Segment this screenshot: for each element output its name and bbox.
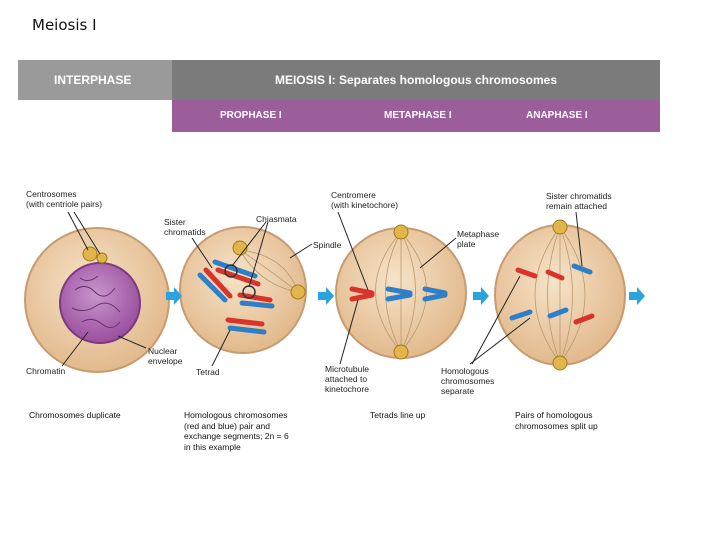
label-spindle: Spindle [313, 240, 342, 250]
label-centrosomes: Centrosomes (with centriole pairs) [26, 189, 103, 209]
label-chiasmata: Chiasmata [256, 214, 297, 224]
centrosome-icon [552, 219, 568, 235]
pointer-lines [61, 211, 583, 367]
label-sister-attached: Sister chromatids remain attached [546, 191, 612, 211]
label-microtubule: Microtubule attached to kinetochore [325, 364, 369, 394]
centrosome-icon [232, 240, 248, 256]
cell-prophase [179, 226, 307, 354]
label-homologous-separate: Homologous chromosomes separate [441, 366, 495, 396]
arrow-icon [166, 287, 645, 305]
nucleus [59, 262, 141, 344]
label-centromere: Centromere (with kinetochore) [331, 190, 399, 210]
label-nuclear-envelope: Nuclear envelope [148, 346, 183, 366]
slide-title: Meiosis I [32, 16, 97, 34]
phase-prophase: PROPHASE I [220, 110, 282, 121]
cell-interphase [24, 227, 170, 373]
phase-header-bar: PROPHASE I METAPHASE I ANAPHASE I [172, 100, 660, 132]
interphase-header: INTERPHASE [18, 60, 172, 100]
label-chromatin: Chromatin [26, 366, 66, 376]
meiosis-header: MEIOSIS I: Separates homologous chromoso… [172, 60, 660, 100]
centrosome-icon [82, 246, 108, 264]
cell-metaphase [335, 224, 467, 360]
caption-prophase: Homologous chromosomes (red and blue) pa… [184, 410, 289, 452]
caption-metaphase: Tetrads line up [370, 410, 426, 420]
chiasma-marker [224, 264, 238, 278]
caption-interphase: Chromosomes duplicate [29, 410, 121, 420]
centrosome-icon [290, 284, 306, 300]
centrosome-icon [552, 355, 568, 371]
cell-anaphase [494, 219, 626, 371]
phase-anaphase: ANAPHASE I [526, 110, 588, 121]
label-tetrad: Tetrad [196, 367, 220, 377]
label-metaphase-plate: Metaphase plate [457, 229, 500, 249]
centrosome-icon [393, 224, 409, 240]
label-sister-chromatids: Sister chromatids [164, 217, 206, 237]
phase-metaphase: METAPHASE I [384, 110, 452, 121]
caption-anaphase: Pairs of homologous chromosomes split up [515, 410, 598, 431]
centrosome-icon [393, 344, 409, 360]
